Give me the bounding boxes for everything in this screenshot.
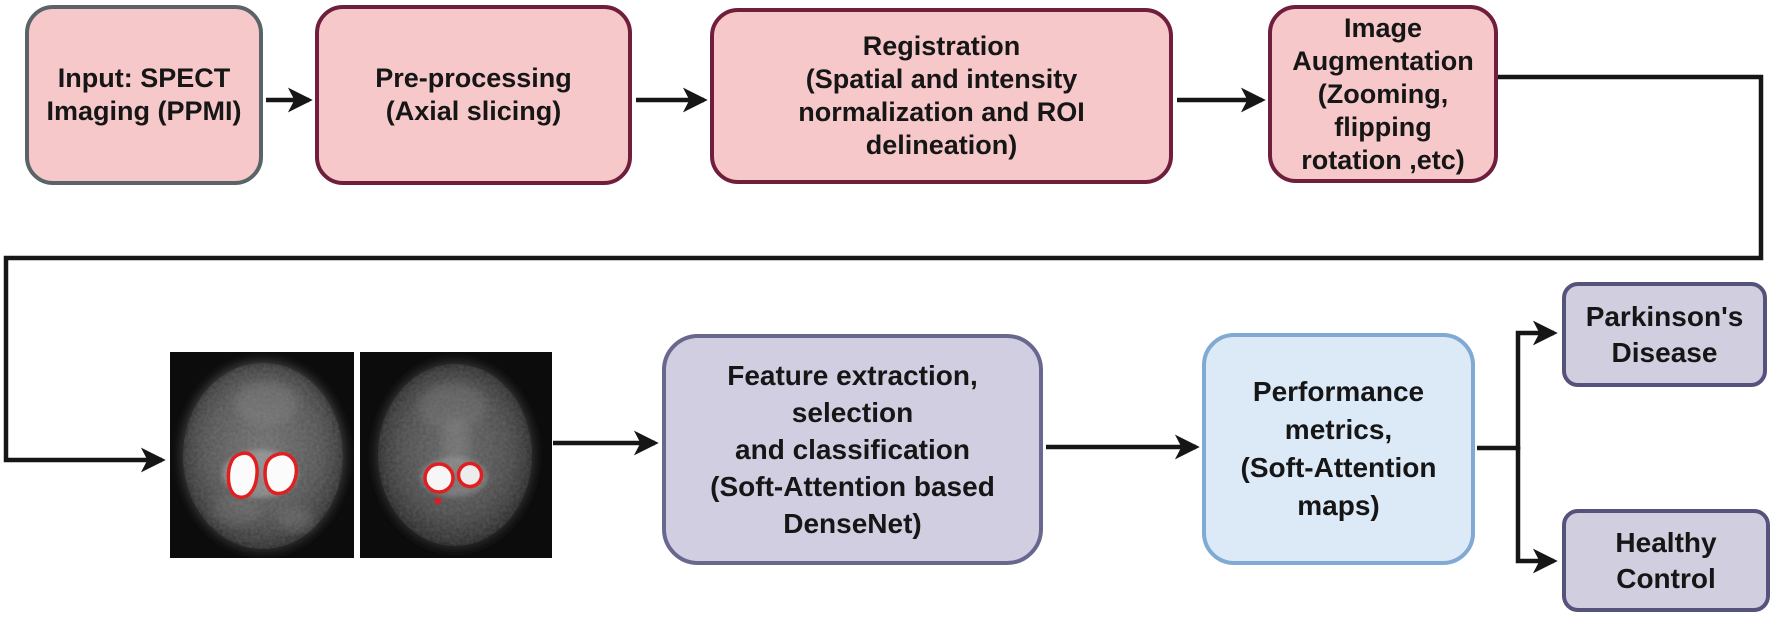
node-preprocessing-label: Pre-processing (Axial slicing)	[375, 63, 572, 126]
node-feature-extraction-label: Feature extraction, selection and classi…	[710, 360, 995, 539]
roi-contour-left	[423, 462, 455, 494]
node-performance-metrics-label: Performance metrics, (Soft-Attention map…	[1240, 376, 1437, 521]
arrow-branch-to-healthy	[1515, 446, 1558, 574]
cortex-highlight	[234, 382, 298, 426]
cortex-highlight	[212, 494, 260, 526]
node-healthy-control: Healthy Control	[1562, 509, 1770, 612]
arrow-branch-to-parkinsons	[1515, 320, 1558, 450]
node-input-spect-label: Input: SPECT Imaging (PPMI)	[46, 63, 242, 126]
roi-contour-right	[263, 452, 299, 496]
node-input-spect: Input: SPECT Imaging (PPMI)	[25, 5, 263, 185]
cortex-highlight	[418, 383, 486, 431]
node-parkinsons-disease-label: Parkinson's Disease	[1585, 300, 1744, 368]
roi-dot	[434, 497, 442, 505]
node-image-augmentation: Image Augmentation (Zooming, flipping ro…	[1268, 5, 1498, 183]
node-preprocessing: Pre-processing (Axial slicing)	[315, 5, 632, 185]
roi-contour-left	[226, 451, 259, 499]
roi-contour-right	[456, 461, 484, 489]
node-performance-metrics: Performance metrics, (Soft-Attention map…	[1202, 333, 1475, 565]
node-feature-extraction: Feature extraction, selection and classi…	[662, 334, 1043, 565]
spect-image-normal	[170, 352, 354, 558]
node-image-augmentation-label: Image Augmentation (Zooming, flipping ro…	[1292, 12, 1474, 175]
node-parkinsons-disease: Parkinson's Disease	[1562, 282, 1767, 387]
cortex-highlight	[278, 508, 314, 532]
spect-image-reduced	[360, 352, 552, 558]
node-registration-label: Registration (Spatial and intensity norm…	[798, 31, 1085, 160]
cortex-highlight	[442, 418, 470, 470]
node-registration: Registration (Spatial and intensity norm…	[710, 8, 1173, 184]
node-healthy-control-label: Healthy Control	[1615, 526, 1717, 594]
